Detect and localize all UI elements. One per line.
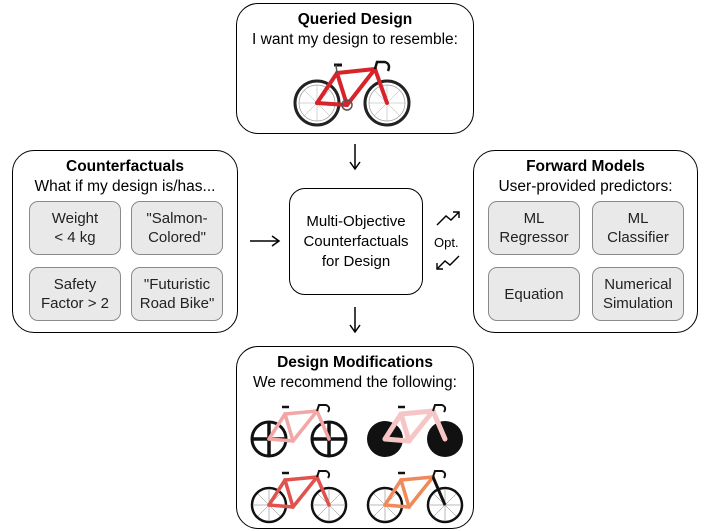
modified-bike-image-2 [363, 399, 467, 459]
design-modifications-title: Design Modifications [277, 354, 433, 371]
forward-models-subtitle: User-provided predictors: [498, 178, 673, 195]
counterfactuals-subtitle: What if my design is/has... [34, 178, 216, 195]
model-chip-numerical-simulation: Numerical Simulation [592, 267, 684, 321]
design-modifications-panel: Design Modifications We recommend the fo… [236, 346, 474, 529]
down-arrow-bottom [348, 305, 362, 335]
opt-label: Opt. [434, 235, 459, 250]
modified-bike-image-3 [247, 465, 351, 525]
counterfactuals-title: Counterfactuals [66, 158, 184, 175]
right-arrow-left [248, 234, 282, 248]
design-modifications-subtitle: We recommend the following: [253, 374, 457, 391]
modified-bike-image-1 [247, 399, 351, 459]
forward-models-panel: Forward Models User-provided predictors:… [473, 150, 698, 333]
down-arrow-top [348, 142, 362, 172]
queried-design-title: Queried Design [297, 11, 413, 28]
queried-bike-image [287, 53, 417, 129]
counterfactual-chip-color: "Salmon- Colored" [131, 201, 223, 255]
modified-bike-image-4 [363, 465, 467, 525]
model-chip-ml-regressor: ML Regressor [488, 201, 580, 255]
counterfactual-chip-safety: Safety Factor > 2 [29, 267, 121, 321]
forward-models-title: Forward Models [526, 158, 645, 175]
queried-design-panel: Queried Design I want my design to resem… [236, 3, 474, 134]
model-chip-ml-classifier: ML Classifier [592, 201, 684, 255]
opt-arrow-out [434, 209, 462, 229]
queried-design-subtitle: I want my design to resemble: [252, 31, 458, 48]
counterfactuals-panel: Counterfactuals What if my design is/has… [12, 150, 238, 333]
mocd-center-box: Multi-Objective Counterfactuals for Desi… [289, 188, 423, 295]
opt-arrow-back [434, 252, 462, 272]
model-chip-equation: Equation [488, 267, 580, 321]
counterfactual-chip-weight: Weight < 4 kg [29, 201, 121, 255]
counterfactual-chip-style: "Futuristic Road Bike" [131, 267, 223, 321]
